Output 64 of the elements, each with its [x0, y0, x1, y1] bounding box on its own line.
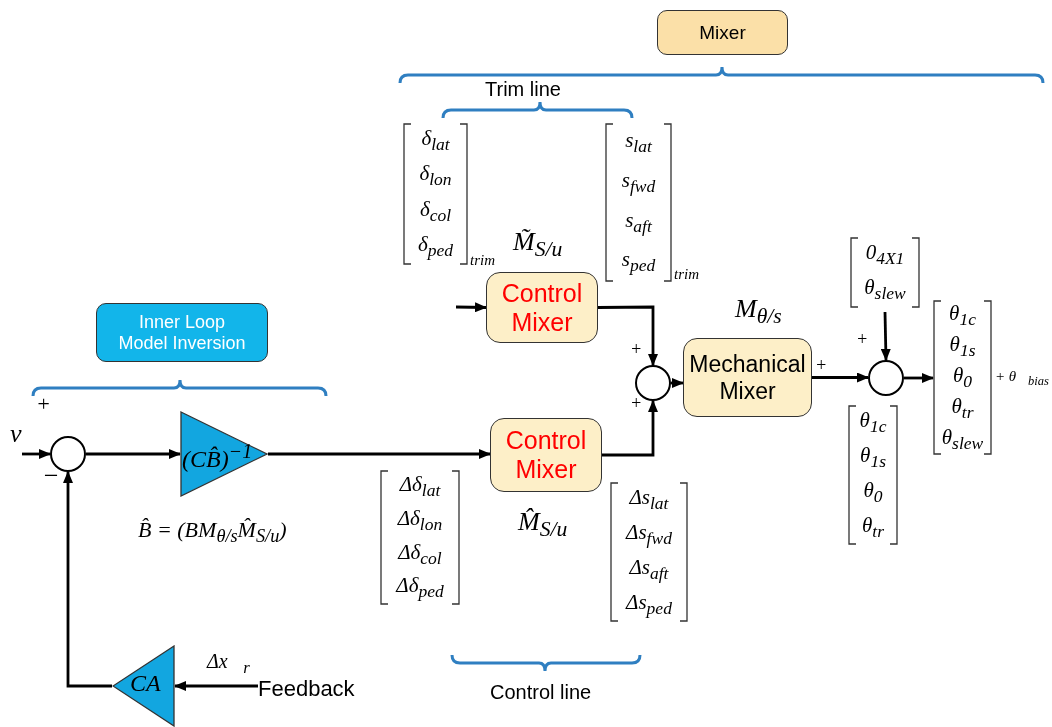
arrow	[602, 400, 658, 457]
matrix-entry: θ$_{tr}$	[862, 514, 884, 541]
subscript-label: trim	[674, 266, 699, 283]
matrix-entry: θ$_{1c}$	[949, 302, 976, 329]
matrix-label: M$_{θ/s}$	[735, 295, 782, 329]
matrix-entry: θ$_{1c}$	[859, 409, 887, 436]
bracket-label: Trim line	[485, 78, 561, 100]
subscript-label: trim	[470, 252, 495, 269]
matrix-entry: θ$_{0}$	[952, 364, 973, 391]
matrix-entry: θ$_{0}$	[863, 479, 883, 506]
matrix-entry: θ$_{1s}$	[860, 444, 886, 471]
matrix-entry: Δδ$_{col}$	[398, 541, 442, 568]
matrix-entry: 0$_{4X1}$	[865, 241, 905, 268]
matrix-entry: s$_{fwd}$	[621, 169, 656, 196]
arrow	[22, 449, 51, 459]
arrow	[174, 681, 258, 691]
arrow	[86, 449, 181, 459]
control-mixer-box: Control Mixer	[486, 272, 598, 343]
matrix-entry: s$_{ped}$	[621, 249, 656, 275]
sign-label: +	[630, 394, 643, 414]
arrow	[63, 471, 112, 688]
matrix-entry: θ$_{1s}$	[949, 333, 976, 360]
matrix-label: M̂$_{S/u}$	[518, 508, 568, 542]
matrix-entry: θ$_{slew}$	[864, 277, 906, 304]
matrix-entry: Δs$_{fwd}$	[626, 521, 672, 548]
gain-label: CA	[130, 671, 161, 695]
arrow	[455, 302, 487, 313]
sign-label: −	[42, 462, 60, 491]
bias-label: + θ⃗$_{bias}$	[995, 368, 1049, 389]
mixer-box: Mixer	[657, 10, 788, 55]
arrow	[812, 372, 869, 383]
arrow	[904, 373, 934, 383]
matrix-entry: δ$_{lon}$	[419, 163, 452, 190]
feedback-label: Feedback	[258, 677, 355, 702]
matrix-entry: s$_{lat}$	[625, 130, 652, 156]
matrix-entry: Δδ$_{ped}$	[396, 575, 444, 601]
summing-junction	[868, 360, 904, 396]
matrix-entry: θ$_{slew}$	[941, 426, 984, 453]
matrix-label: M̃$_{S/u}$	[513, 228, 563, 262]
bracket-label: Control line	[490, 681, 592, 703]
matrix-entry: Δs$_{ped}$	[626, 591, 672, 618]
equation: B̂ = (BM$_{θ/s}$M̂$_{S/u}$)	[138, 518, 287, 547]
matrix-entry: θ$_{tr}$	[951, 395, 974, 422]
arrow	[880, 311, 891, 361]
summing-junction	[50, 436, 86, 472]
sign-label: +	[36, 392, 51, 417]
gain-label: (CB̂)$^{−1}$	[182, 441, 253, 471]
sign-label: +	[630, 340, 643, 360]
inner-loop-box: Inner Loop Model Inversion	[96, 303, 268, 362]
sign-label: +	[815, 356, 828, 376]
arrow	[598, 305, 658, 366]
control-mixer-box: Control Mixer	[490, 418, 602, 492]
matrix-entry: δ$_{col}$	[419, 198, 452, 225]
sign-label: +	[856, 330, 869, 350]
matrix-entry: Δs$_{aft}$	[629, 556, 669, 583]
arrow	[671, 378, 684, 388]
matrix-entry: s$_{aft}$	[625, 209, 652, 236]
mechanical-mixer-box: Mechanical Mixer	[683, 338, 812, 417]
matrix-entry: Δδ$_{lat}$	[399, 474, 441, 500]
matrix-entry: Δδ$_{lon}$	[397, 507, 443, 534]
matrix-entry: δ$_{ped}$	[417, 234, 453, 261]
matrix-entry: δ$_{lat}$	[421, 127, 450, 154]
arrow	[268, 449, 491, 459]
matrix-entry: Δs$_{lat}$	[629, 486, 669, 513]
